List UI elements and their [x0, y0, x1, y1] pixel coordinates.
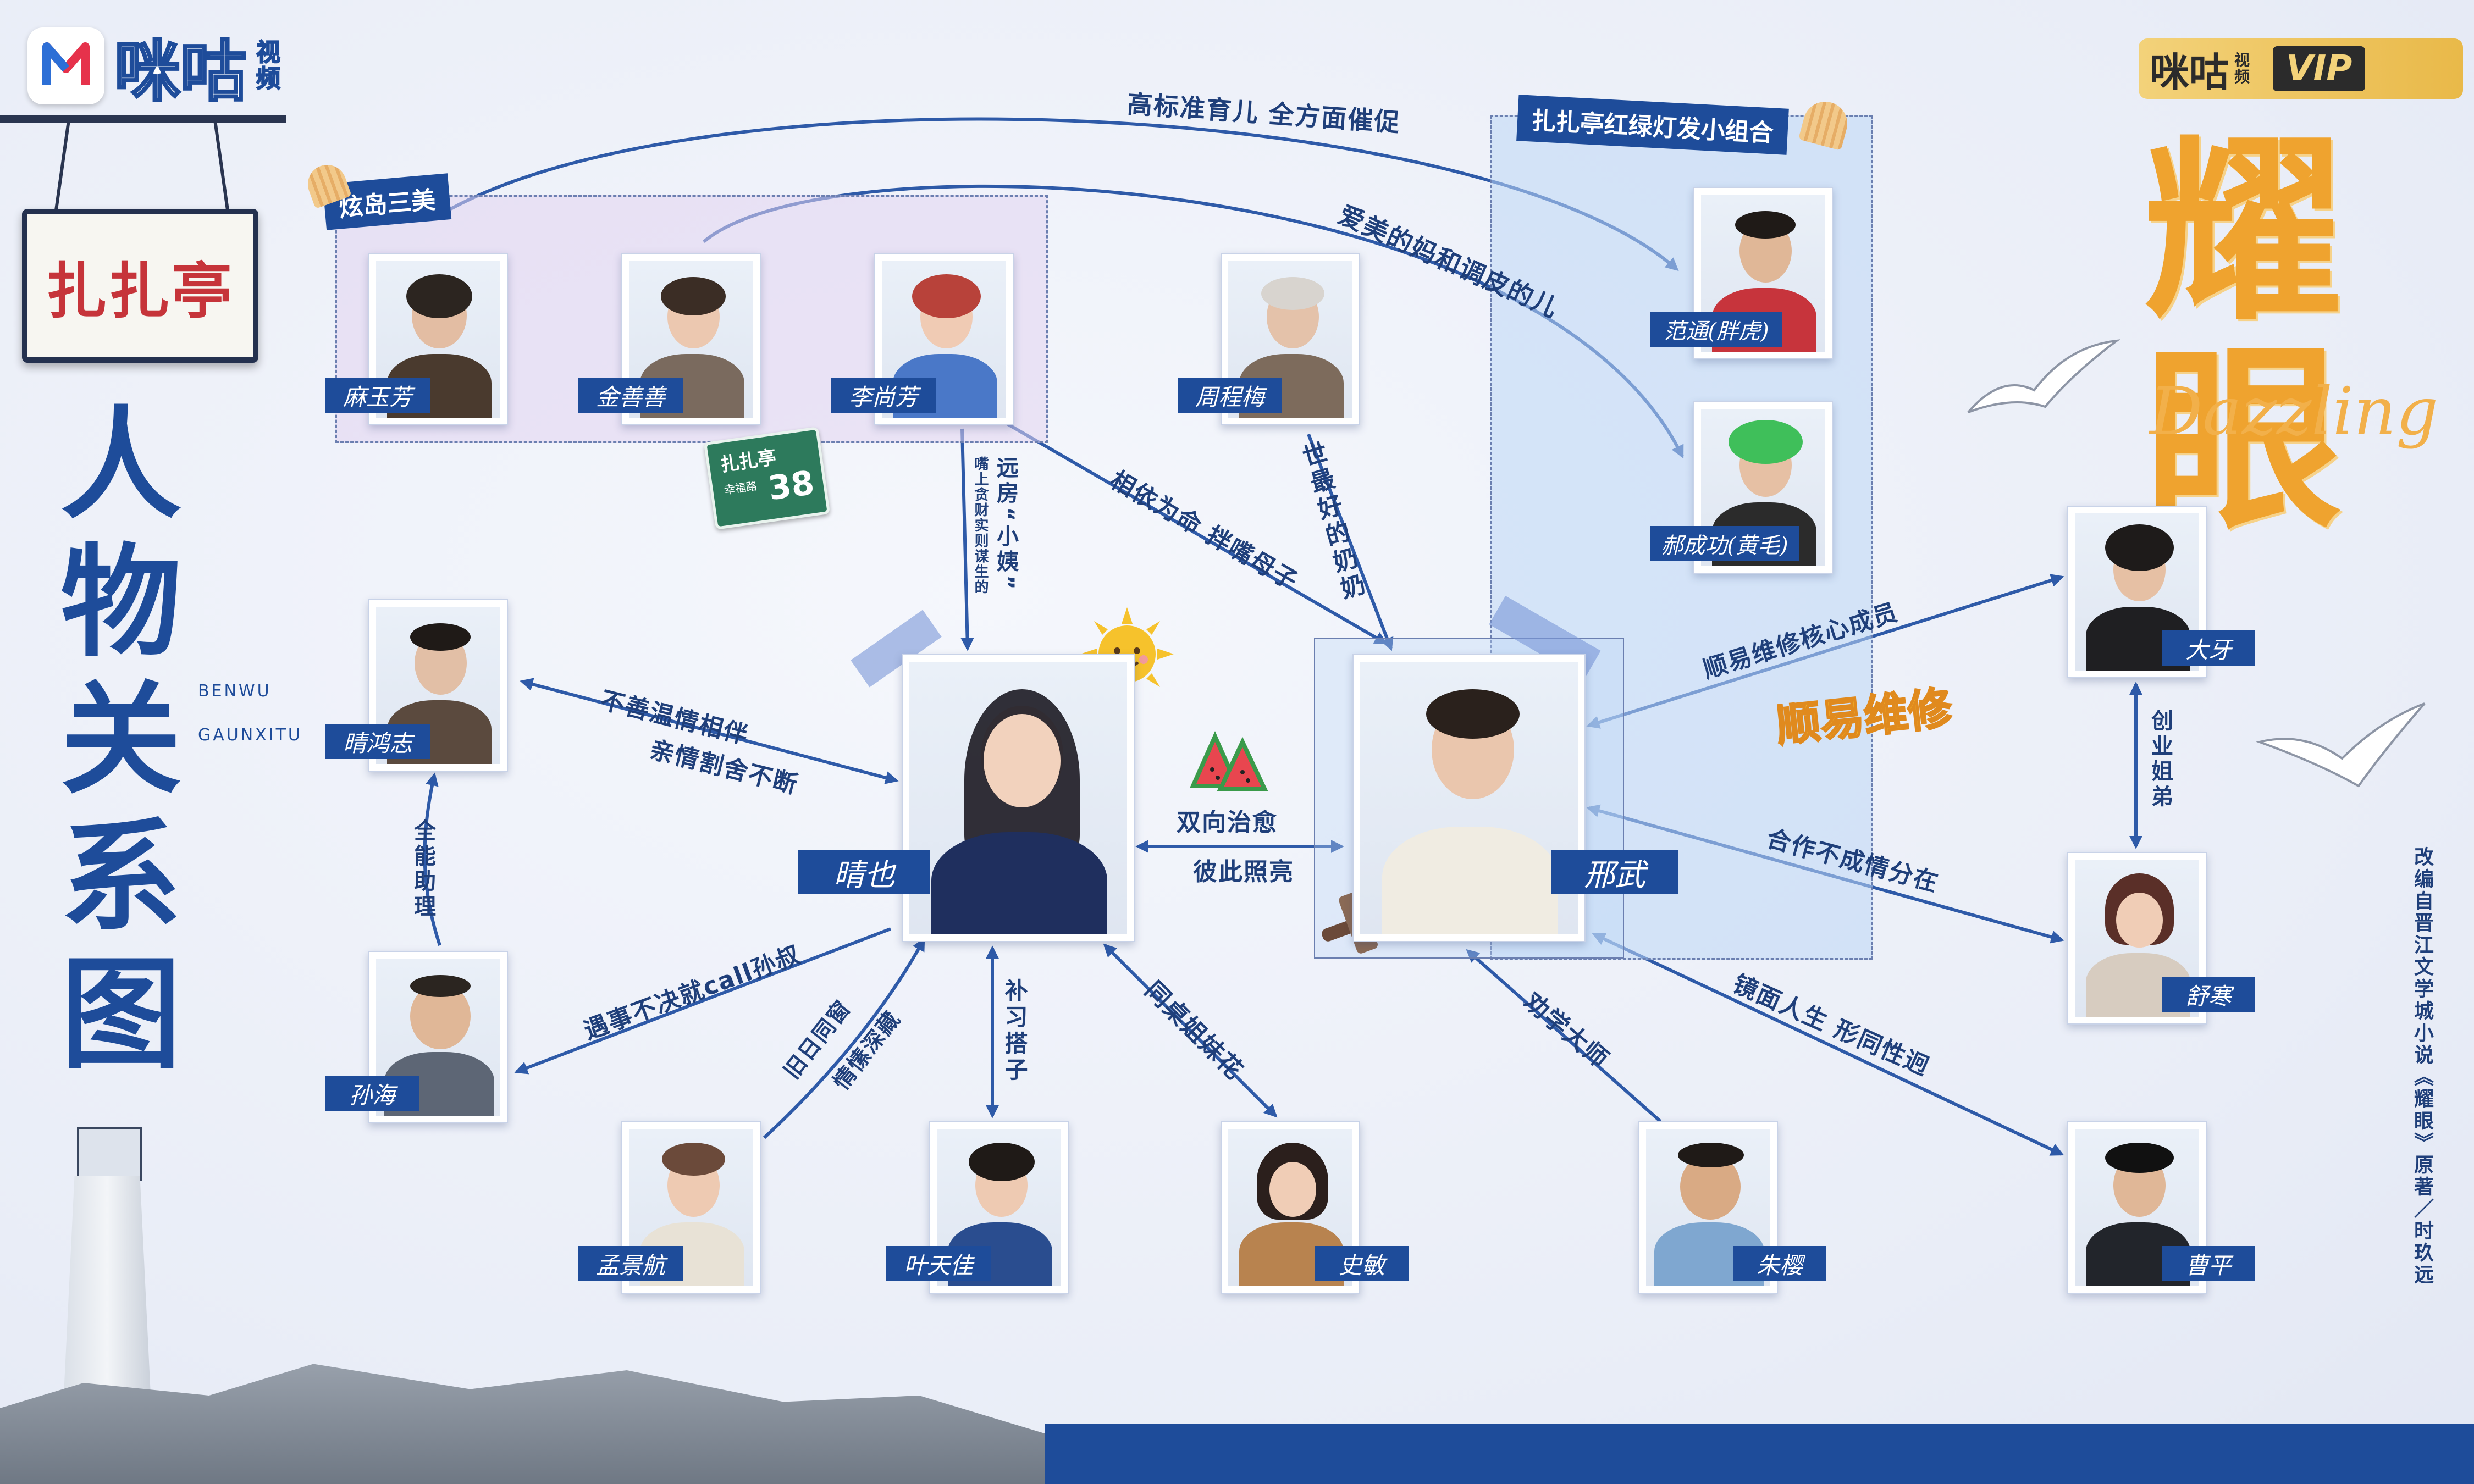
- nameplate-zhu-ying: 朱樱: [1733, 1246, 1826, 1281]
- character-card-shu-han[interactable]: 舒寒: [2067, 852, 2255, 1025]
- nameplate-jin-shanshan: 金善善: [578, 378, 683, 413]
- character-card-xing-wu[interactable]: 邢武: [1352, 654, 1678, 942]
- relation-label-r11: 补习搭子: [1001, 978, 1028, 1084]
- portrait: [1360, 662, 1578, 934]
- vip-text: VIP: [2273, 46, 2366, 91]
- street-sign-number: 38: [765, 463, 817, 508]
- relation-label-r17: 创业姐弟: [2147, 709, 2173, 810]
- street-sign-line2: 幸福路: [723, 479, 758, 497]
- arrow-qingye-shimin: [1103, 943, 1278, 1118]
- character-card-jin-shanshan[interactable]: 金善善: [578, 253, 761, 425]
- nameplate-shi-min: 史敏: [1315, 1246, 1409, 1281]
- arrow-meng-to-qingye: [763, 937, 925, 1139]
- character-card-da-ya[interactable]: 大牙: [2067, 506, 2255, 678]
- character-card-qing-ye[interactable]: 晴也: [798, 654, 1135, 942]
- portrait: [909, 662, 1127, 934]
- character-card-cao-ping[interactable]: 曹平: [2067, 1121, 2255, 1294]
- vip-logo-sub: 视频: [2234, 51, 2250, 86]
- relation-label-r5-sub: 嘴上贪财实则谋生的: [972, 456, 989, 595]
- nameplate-meng-jinhang: 孟景航: [578, 1246, 683, 1281]
- nameplate-ye-tianjie: 叶天佳: [886, 1246, 991, 1281]
- nameplate-xing-wu: 邢武: [1551, 850, 1678, 894]
- migu-logo-text: 咪咕: [113, 33, 247, 112]
- nameplate-shu-han: 舒寒: [2162, 977, 2255, 1012]
- arrow-qingye-sunhai: [514, 927, 892, 1075]
- vip-logo-text: 咪咕: [2150, 49, 2229, 96]
- arrow-li-to-xingwu: [1005, 422, 1388, 645]
- signboard-text: 扎扎亭: [46, 256, 234, 326]
- character-card-hao-chenggong[interactable]: 郝成功(黄毛): [1650, 401, 1833, 574]
- diagram-subtitle-1: BENWU: [198, 682, 272, 701]
- nameplate-li-shangfang: 李尚芳: [831, 378, 936, 413]
- character-card-shi-min[interactable]: 史敏: [1221, 1121, 1409, 1294]
- character-card-li-shangfang[interactable]: 李尚芳: [831, 253, 1014, 425]
- source-note: 改编自晋江文学城小说《耀眼》原著／时玖远: [2411, 846, 2434, 1286]
- relation-label-r5-main: 远房“小姨”: [993, 456, 1018, 593]
- street-sign-38: 扎扎亭 幸福路 38: [703, 427, 831, 530]
- nameplate-hao-chenggong: 郝成功(黄毛): [1650, 526, 1799, 561]
- nameplate-cao-ping: 曹平: [2162, 1246, 2255, 1281]
- diagram-title: 人物关系图: [60, 393, 182, 1085]
- character-card-ye-tianjie[interactable]: 叶天佳: [886, 1121, 1069, 1294]
- sea-band: [1045, 1424, 2474, 1484]
- character-card-meng-jinhang[interactable]: 孟景航: [578, 1121, 761, 1294]
- character-card-ma-yufang[interactable]: 麻玉芳: [325, 253, 508, 425]
- character-card-zhou-chengmei[interactable]: 周程梅: [1178, 253, 1360, 425]
- character-card-zhu-ying[interactable]: 朱樱: [1638, 1121, 1826, 1294]
- nameplate-sun-hai: 孙海: [325, 1076, 419, 1111]
- migu-logo-sub: 视频: [256, 38, 281, 93]
- arrow-li-to-qingye: [960, 428, 974, 651]
- signboard-bar: [0, 115, 286, 123]
- nameplate-fan-tong: 范通(胖虎): [1650, 312, 1782, 347]
- zhazhating-signboard: 扎扎亭: [22, 209, 258, 363]
- character-card-qing-hongzhi[interactable]: 晴鸿志: [325, 599, 508, 772]
- arrow-xingwu-caoping: [1592, 933, 2064, 1156]
- show-title: 耀眼: [2144, 114, 2342, 556]
- relation-label-r7-a: 双向治愈: [1177, 809, 1278, 837]
- nameplate-zhou-chengmei: 周程梅: [1178, 378, 1282, 413]
- seagull-1-icon: [1967, 339, 2121, 413]
- diagram-subtitle-2: GAUNXITU: [198, 726, 302, 745]
- nameplate-da-ya: 大牙: [2162, 630, 2255, 666]
- relation-label-r7-b: 彼此照亮: [1193, 858, 1294, 886]
- watermelon-sticker-icon: [1189, 731, 1268, 791]
- migu-vip-badge: 咪咕 视频 VIP: [2139, 38, 2463, 99]
- seagull-2-icon: [2256, 702, 2426, 788]
- migu-logo: 咪咕 视频: [27, 25, 284, 112]
- arrow-sunhai-to-hongzhi: [423, 772, 441, 946]
- nameplate-ma-yufang: 麻玉芳: [325, 378, 430, 413]
- arrow-zhou-to-xingwu: [1307, 433, 1394, 651]
- character-card-fan-tong[interactable]: 范通(胖虎): [1650, 187, 1833, 359]
- character-card-sun-hai[interactable]: 孙海: [325, 951, 508, 1123]
- nameplate-qing-ye: 晴也: [798, 850, 930, 894]
- portrait: [376, 607, 500, 764]
- arrow-qingye-hongzhi: [520, 678, 899, 784]
- relation-label-r8: 全能助理: [410, 819, 435, 920]
- lighthouse-lamp: [77, 1127, 142, 1181]
- migu-logo-icon: [27, 27, 104, 104]
- nameplate-qing-hongzhi: 晴鸿志: [325, 724, 430, 759]
- show-subtitle: Dazzling: [2150, 374, 2439, 450]
